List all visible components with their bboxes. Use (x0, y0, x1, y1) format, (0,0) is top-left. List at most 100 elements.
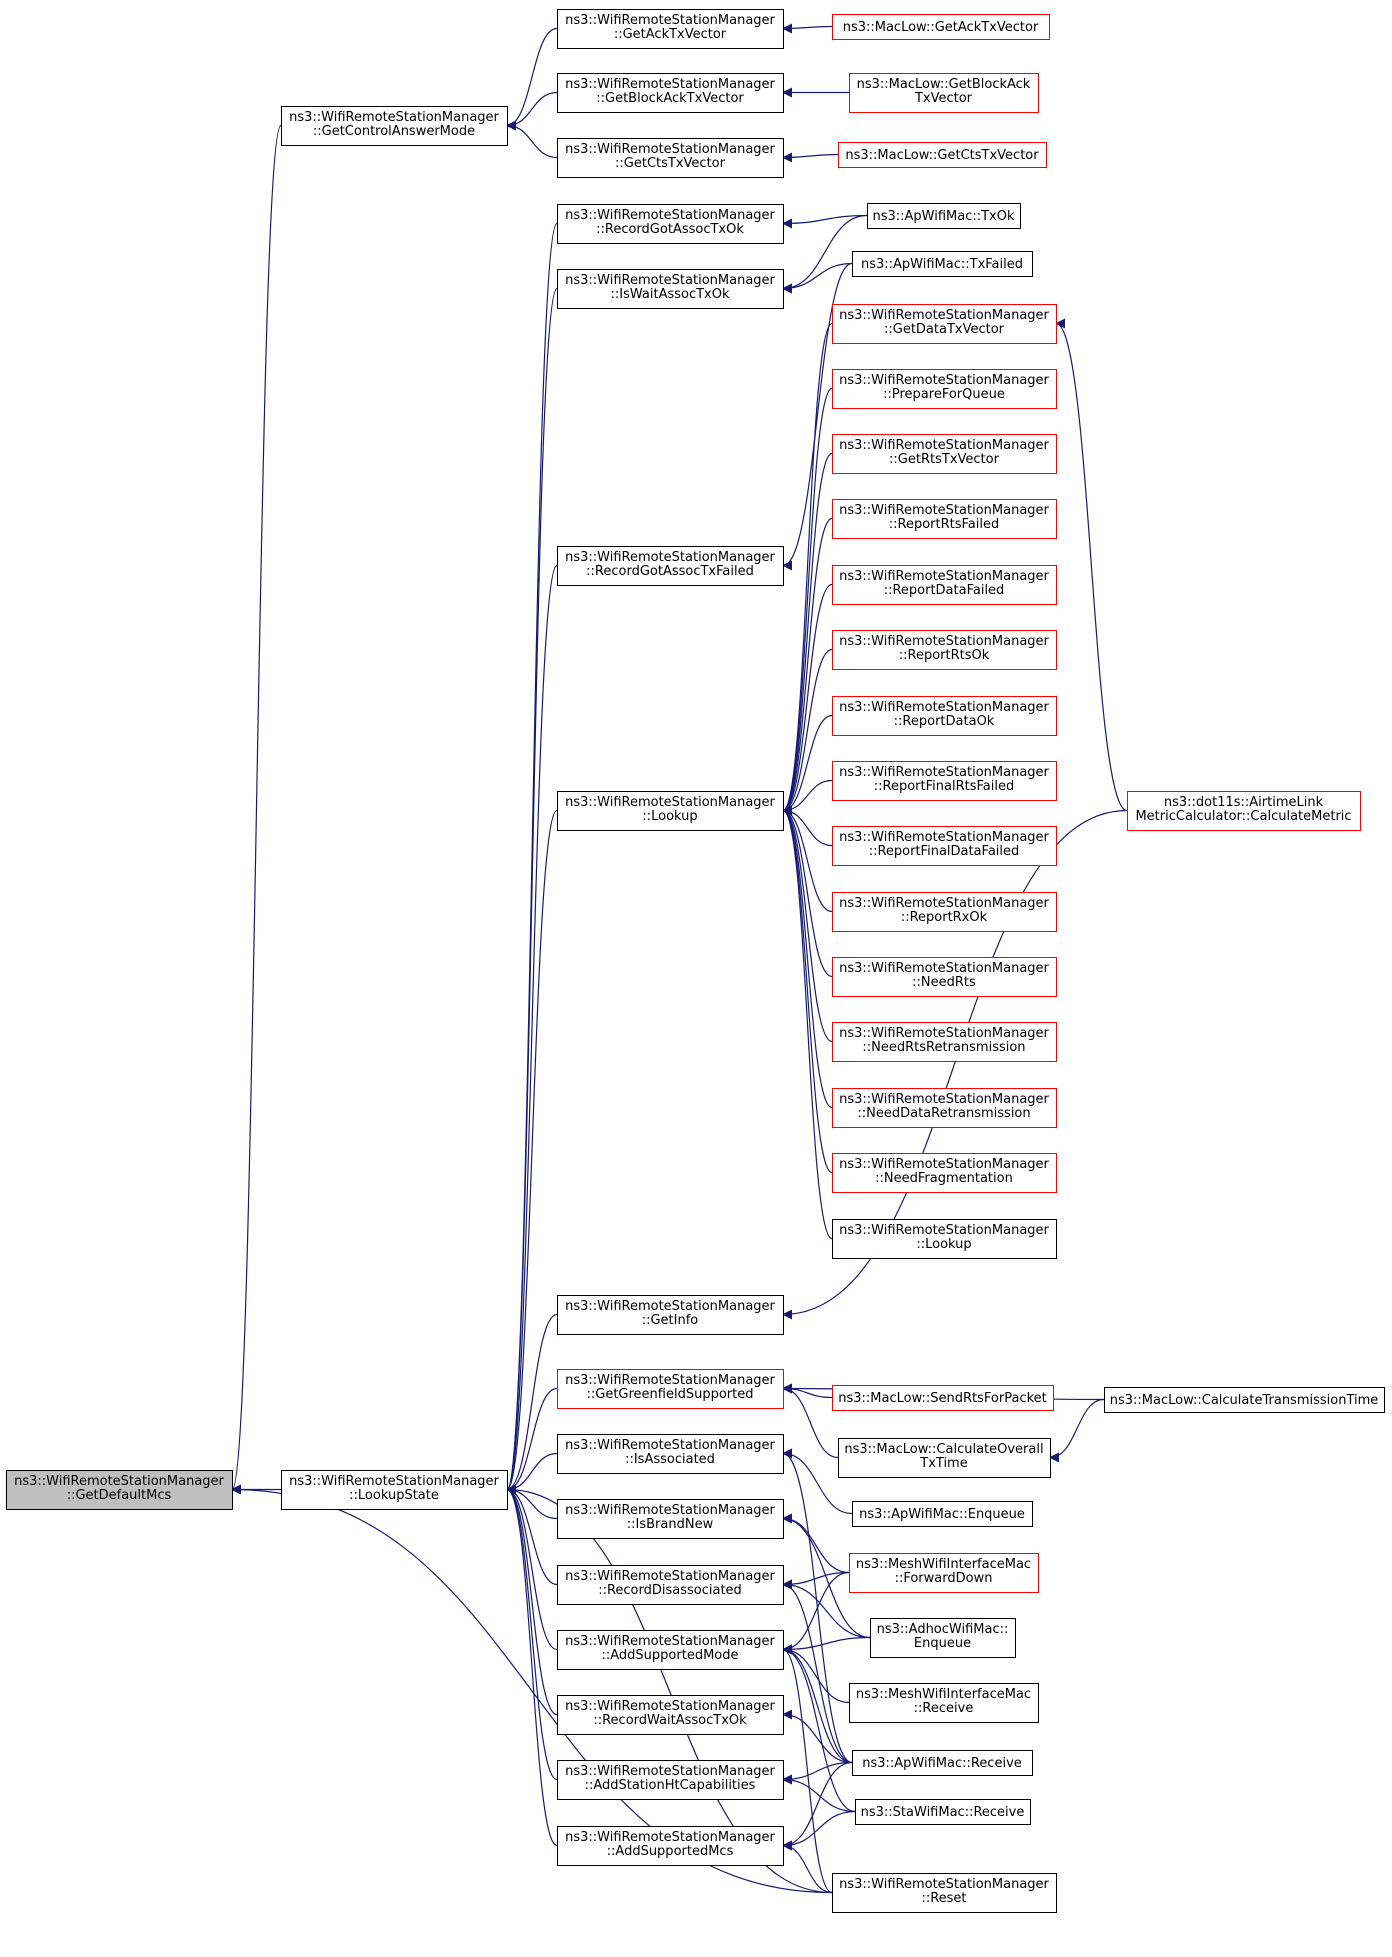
node-getdatatx[interactable]: ns3::WifiRemoteStationManager::GetDataTx… (832, 304, 1057, 344)
node-box (557, 1565, 784, 1605)
edge-stawifimac-receive-to-addsupportedmcs (782, 1810, 856, 1851)
node-box (832, 304, 1057, 344)
node-recordgotassoctxfailed[interactable]: ns3::WifiRemoteStationManager::RecordGot… (557, 546, 784, 586)
edge-maclow-getack-to-getacktx (782, 23, 833, 34)
node-meshwifi-receive[interactable]: ns3::MeshWifiInterfaceMac::Receive (849, 1683, 1039, 1723)
node-needrtsretrans[interactable]: ns3::WifiRemoteStationManager::NeedRtsRe… (832, 1022, 1057, 1062)
node-lookupstate[interactable]: ns3::WifiRemoteStationManager::LookupSta… (281, 1470, 508, 1510)
node-label-line: ::ReportRtsFailed (889, 517, 999, 532)
node-box (557, 9, 784, 49)
node-needfrag[interactable]: ns3::WifiRemoteStationManager::NeedFragm… (832, 1153, 1057, 1193)
node-addsupportedmcs[interactable]: ns3::WifiRemoteStationManager::AddSuppor… (557, 1826, 784, 1866)
node-label-line: ns3::WifiRemoteStationManager (839, 569, 1049, 584)
node-label-line: ns3::WifiRemoteStationManager (565, 795, 775, 810)
node-getacktx[interactable]: ns3::WifiRemoteStationManager::GetAckTxV… (557, 9, 784, 49)
node-label-line: ns3::WifiRemoteStationManager (839, 1877, 1049, 1892)
node-iswaitassoctxok[interactable]: ns3::WifiRemoteStationManager::IsWaitAss… (557, 269, 784, 309)
node-getblockacktx[interactable]: ns3::WifiRemoteStationManager::GetBlockA… (557, 73, 784, 113)
node-stawifimac-receive[interactable]: ns3::StaWifiMac::Receive (855, 1799, 1031, 1825)
node-reset[interactable]: ns3::WifiRemoteStationManager::Reset (832, 1873, 1057, 1913)
edge-recordwaitassoc-to-lookupstate (506, 1484, 558, 1716)
node-recorddisassoc[interactable]: ns3::WifiRemoteStationManager::RecordDis… (557, 1565, 784, 1605)
node-box (852, 1501, 1033, 1527)
node-label-line: ns3::WifiRemoteStationManager (565, 1438, 775, 1453)
node-maclow-sendrts[interactable]: ns3::MacLow::SendRtsForPacket (832, 1385, 1054, 1411)
node-prepareforqueue[interactable]: ns3::WifiRemoteStationManager::PrepareFo… (832, 369, 1057, 409)
node-addstationht[interactable]: ns3::WifiRemoteStationManager::AddStatio… (557, 1760, 784, 1800)
node-box (849, 73, 1039, 113)
node-box (832, 826, 1057, 866)
node-label-line: ns3::MeshWifiInterfaceMac (856, 1557, 1031, 1572)
node-reportfinaldatafailed[interactable]: ns3::WifiRemoteStationManager::ReportFin… (832, 826, 1057, 866)
node-recordgotassoctxok[interactable]: ns3::WifiRemoteStationManager::RecordGot… (557, 204, 784, 244)
edge-needrtsretrans-to-lookup (782, 805, 833, 1043)
node-label-line: ns3::WifiRemoteStationManager (839, 308, 1049, 323)
node-label-line: ns3::WifiRemoteStationManager (289, 1474, 499, 1489)
node-box (557, 1434, 784, 1474)
node-label-line: ns3::WifiRemoteStationManager (565, 1764, 775, 1779)
node-label-line: ns3::WifiRemoteStationManager (565, 77, 775, 92)
node-label-line: ns3::ApWifiMac::Enqueue (859, 1507, 1025, 1522)
node-label-line: ::GetInfo (642, 1313, 699, 1328)
node-maclow-getcts[interactable]: ns3::MacLow::GetCtsTxVector (838, 142, 1047, 168)
edge-apwifimac-enqueue-to-isassociated (782, 1448, 853, 1515)
node-root[interactable]: ns3::WifiRemoteStationManager::GetDefaul… (6, 1470, 233, 1510)
node-adhoc-enqueue[interactable]: ns3::AdhocWifiMac::Enqueue (870, 1618, 1016, 1658)
node-box (849, 1553, 1039, 1593)
node-reportrtsfailed[interactable]: ns3::WifiRemoteStationManager::ReportRts… (832, 499, 1057, 539)
edge-needfrag-to-lookup (782, 805, 833, 1174)
node-isbrandnew[interactable]: ns3::WifiRemoteStationManager::IsBrandNe… (557, 1499, 784, 1539)
node-label-line: ns3::AdhocWifiMac:: (877, 1622, 1009, 1637)
node-isassociated[interactable]: ns3::WifiRemoteStationManager::IsAssocia… (557, 1434, 784, 1474)
node-getctrlanswer[interactable]: ns3::WifiRemoteStationManager::GetContro… (281, 106, 508, 146)
node-reportdataok[interactable]: ns3::WifiRemoteStationManager::ReportDat… (832, 696, 1057, 736)
node-label-line: ns3::WifiRemoteStationManager (565, 1699, 775, 1714)
node-label-line: ns3::WifiRemoteStationManager (839, 1026, 1049, 1041)
node-label-line: ns3::WifiRemoteStationManager (565, 1299, 775, 1314)
node-label-line: ns3::MacLow::SendRtsForPacket (838, 1391, 1047, 1406)
node-addsupportedmode[interactable]: ns3::WifiRemoteStationManager::AddSuppor… (557, 1630, 784, 1670)
node-needrts[interactable]: ns3::WifiRemoteStationManager::NeedRts (832, 957, 1057, 997)
node-apwifimac-txfailed[interactable]: ns3::ApWifiMac::TxFailed (852, 251, 1033, 277)
node-airtime[interactable]: ns3::dot11s::AirtimeLinkMetricCalculator… (1127, 791, 1361, 831)
node-box (852, 1750, 1033, 1776)
node-apwifimac-receive[interactable]: ns3::ApWifiMac::Receive (852, 1750, 1033, 1776)
node-label-line: ns3::MacLow::CalculateOverall (844, 1442, 1043, 1457)
node-label-line: ::GetDefaultMcs (67, 1488, 172, 1503)
node-box (849, 1683, 1039, 1723)
node-getinfo[interactable]: ns3::WifiRemoteStationManager::GetInfo (557, 1295, 784, 1335)
edge-apwifimac-receive-to-recordwaitassoc (782, 1709, 853, 1764)
node-apwifimac-enqueue[interactable]: ns3::ApWifiMac::Enqueue (852, 1501, 1033, 1527)
node-box (832, 957, 1057, 997)
node-getctstx[interactable]: ns3::WifiRemoteStationManager::GetCtsTxV… (557, 138, 784, 178)
edge-reportrtsok-to-lookup (782, 648, 833, 816)
node-lookup2[interactable]: ns3::WifiRemoteStationManager::Lookup (832, 1219, 1057, 1259)
node-getgreenfield[interactable]: ns3::WifiRemoteStationManager::GetGreenf… (557, 1369, 784, 1409)
node-box (832, 696, 1057, 736)
node-label-line: ::NeedRtsRetransmission (862, 1040, 1025, 1055)
node-label-line: MetricCalculator::CalculateMetric (1135, 809, 1351, 824)
node-apwifimac-txok[interactable]: ns3::ApWifiMac::TxOk (867, 203, 1021, 229)
node-getrtstx[interactable]: ns3::WifiRemoteStationManager::GetRtsTxV… (832, 434, 1057, 474)
node-label-line: ns3::MacLow::GetCtsTxVector (845, 148, 1039, 163)
node-needdataretrans[interactable]: ns3::WifiRemoteStationManager::NeedDataR… (832, 1088, 1057, 1128)
node-reportrxok[interactable]: ns3::WifiRemoteStationManager::ReportRxO… (832, 892, 1057, 932)
node-recordwaitassoc[interactable]: ns3::WifiRemoteStationManager::RecordWai… (557, 1695, 784, 1735)
nodes-layer: ns3::WifiRemoteStationManager::GetDefaul… (6, 9, 1385, 1913)
node-reportdatafailed[interactable]: ns3::WifiRemoteStationManager::ReportDat… (832, 565, 1057, 605)
node-label-line: ::GetBlockAckTxVector (596, 91, 744, 106)
node-reportrtsok[interactable]: ns3::WifiRemoteStationManager::ReportRts… (832, 630, 1057, 670)
node-box (832, 1385, 1054, 1411)
node-lookup[interactable]: ns3::WifiRemoteStationManager::Lookup (557, 791, 784, 831)
node-box (852, 251, 1033, 277)
edge-needrts-to-lookup (782, 805, 833, 978)
node-reportfinalrtsfailed[interactable]: ns3::WifiRemoteStationManager::ReportFin… (832, 761, 1057, 801)
node-maclow-getack[interactable]: ns3::MacLow::GetAckTxVector (832, 14, 1050, 40)
node-maclow-calctranstime[interactable]: ns3::MacLow::CalculateTransmissionTime (1104, 1387, 1385, 1413)
node-box (557, 546, 784, 586)
node-meshwifi-forwarddown[interactable]: ns3::MeshWifiInterfaceMac::ForwardDown (849, 1553, 1039, 1593)
node-maclow-getblockack[interactable]: ns3::MacLow::GetBlockAckTxVector (849, 73, 1039, 113)
node-label-line: ns3::WifiRemoteStationManager (565, 1569, 775, 1584)
